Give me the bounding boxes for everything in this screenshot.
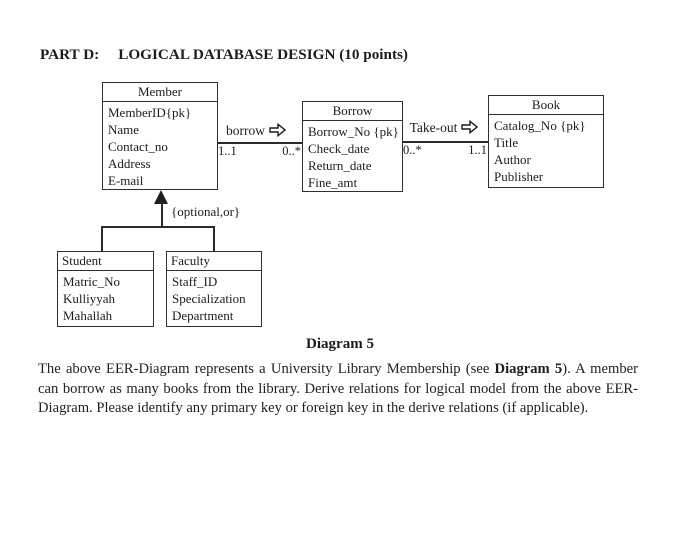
diagram-caption: Diagram 5	[306, 336, 374, 352]
section-part-label: PART D:	[40, 46, 100, 63]
borrow-book-connector-line	[403, 141, 488, 143]
attribute-title: Title	[494, 135, 519, 150]
supertype-arrowhead-icon	[154, 190, 168, 204]
question-paragraph: The above EER-Diagram represents a Unive…	[38, 360, 638, 419]
faculty-connector-line	[213, 227, 215, 252]
question-text-bold: Diagram 5	[494, 361, 563, 377]
relationship-take-out-label: Take-out	[400, 119, 488, 136]
attribute-matric-no: Matric_No	[63, 274, 121, 289]
attribute-publisher: Publisher	[494, 169, 544, 184]
entity-student-attributes: Matric_No Kulliyyah Mahallah	[58, 271, 153, 326]
entity-member-attributes: MemberID{pk} Name Contact_no Address E-m…	[103, 102, 217, 191]
cardinality-member-side: 1..1	[218, 144, 237, 158]
entity-faculty: Faculty Staff_ID Specialization Departme…	[166, 251, 262, 327]
attribute-mahallah: Mahallah	[63, 308, 113, 323]
subtype-horizontal-line	[101, 226, 215, 228]
entity-borrow-name: Borrow	[303, 102, 402, 121]
entity-member: Member MemberID{pk} Name Contact_no Addr…	[102, 82, 218, 190]
member-borrow-connector-line	[218, 142, 302, 144]
attribute-author: Author	[494, 152, 531, 167]
entity-borrow: Borrow Borrow_No {pk} Check_date Return_…	[302, 101, 403, 192]
open-right-arrow-icon	[461, 119, 479, 135]
attribute-contact-no: Contact_no	[108, 139, 168, 154]
attribute-email: E-mail	[108, 173, 144, 188]
entity-faculty-attributes: Staff_ID Specialization Department	[167, 271, 261, 326]
cardinality-borrow-side: 0..*	[403, 143, 422, 157]
cardinality-borrow-side: 0..*	[282, 144, 301, 158]
cardinality-book-side: 1..1	[468, 143, 487, 157]
student-connector-line	[101, 227, 103, 252]
attribute-address: Address	[108, 156, 151, 171]
attribute-specialization: Specialization	[172, 291, 246, 306]
attribute-check-date: Check_date	[308, 141, 370, 156]
relationship-borrow-text: borrow	[226, 123, 265, 138]
entity-student-name: Student	[58, 252, 153, 271]
attribute-name: Name	[108, 122, 140, 137]
relationship-borrow-label: borrow	[210, 122, 302, 139]
question-text-before: The above EER-Diagram represents a Unive…	[38, 361, 495, 377]
entity-member-name: Member	[103, 83, 217, 102]
attribute-fine-amt: Fine_amt	[308, 175, 358, 190]
subtype-constraint-label: {optional,or}	[171, 204, 241, 219]
attribute-memberid: MemberID{pk}	[108, 105, 192, 120]
attribute-kulliyyah: Kulliyyah	[63, 291, 115, 306]
supertype-stem-line	[161, 202, 163, 227]
attribute-borrow-no: Borrow_No {pk}	[308, 124, 399, 139]
entity-student: Student Matric_No Kulliyyah Mahallah	[57, 251, 154, 327]
attribute-return-date: Return_date	[308, 158, 372, 173]
open-right-arrow-icon	[269, 122, 287, 138]
member-borrow-cardinalities: 1..1 0..*	[218, 144, 301, 159]
section-title: PART D: LOGICAL DATABASE DESIGN (10 point…	[40, 46, 408, 64]
entity-faculty-name: Faculty	[167, 252, 261, 271]
attribute-catalog-no: Catalog_No {pk}	[494, 118, 586, 133]
attribute-department: Department	[172, 308, 234, 323]
entity-book: Book Catalog_No {pk} Title Author Publis…	[488, 95, 604, 188]
borrow-book-cardinalities: 0..* 1..1	[403, 143, 487, 158]
section-title-text: LOGICAL DATABASE DESIGN (10 points)	[118, 46, 408, 63]
entity-book-attributes: Catalog_No {pk} Title Author Publisher	[489, 115, 603, 187]
attribute-staff-id: Staff_ID	[172, 274, 218, 289]
question-text-after: ). A member can borrow as many books fro…	[38, 361, 638, 416]
entity-book-name: Book	[489, 96, 603, 115]
relationship-take-out-text: Take-out	[409, 120, 458, 135]
entity-borrow-attributes: Borrow_No {pk} Check_date Return_date Fi…	[303, 121, 402, 193]
